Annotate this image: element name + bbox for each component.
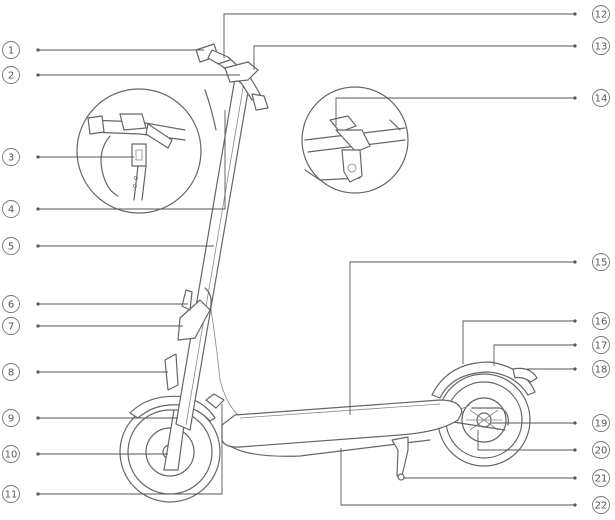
callout-22: 22 (593, 497, 610, 514)
svg-text:15: 15 (595, 258, 608, 269)
svg-text:16: 16 (595, 317, 608, 328)
svg-text:13: 13 (595, 42, 608, 53)
callout-9: 9 (3, 410, 20, 427)
callout-16: 16 (593, 313, 610, 330)
callout-21: 21 (593, 470, 610, 487)
callout-18: 18 (593, 361, 610, 378)
callout-1: 1 (3, 42, 20, 59)
svg-text:20: 20 (595, 446, 608, 457)
folding-lever (182, 290, 192, 310)
svg-text:10: 10 (5, 450, 18, 461)
front-reflector (206, 394, 224, 408)
svg-text:14: 14 (595, 94, 608, 105)
callout-15: 15 (593, 254, 610, 271)
svg-text:3: 3 (8, 153, 14, 164)
callout-8: 8 (3, 364, 20, 381)
callout-14: 14 (593, 90, 610, 107)
callout-12: 12 (593, 6, 610, 23)
kickstand-foot (398, 474, 404, 480)
svg-text:22: 22 (595, 501, 608, 512)
detail-circle-left (77, 89, 201, 213)
svg-text:4: 4 (8, 205, 14, 216)
svg-text:7: 7 (8, 322, 14, 333)
callout-11: 11 (3, 486, 20, 503)
svg-text:17: 17 (595, 341, 608, 352)
kickstand (392, 437, 408, 476)
callout-13: 13 (593, 38, 610, 55)
svg-text:5: 5 (8, 242, 14, 253)
svg-text:1: 1 (8, 46, 14, 57)
svg-text:11: 11 (5, 490, 18, 501)
callout-5: 5 (3, 238, 20, 255)
callout-17: 17 (593, 337, 610, 354)
svg-text:8: 8 (8, 368, 14, 379)
callout-10: 10 (3, 446, 20, 463)
callout-19: 19 (593, 415, 610, 432)
detail-circle-right (302, 87, 408, 193)
scooter-illustration (77, 44, 537, 502)
svg-text:19: 19 (595, 419, 608, 430)
svg-text:21: 21 (595, 474, 608, 485)
callout-7: 7 (3, 318, 20, 335)
callout-4: 4 (3, 201, 20, 218)
callout-3: 3 (3, 149, 20, 166)
svg-text:12: 12 (595, 10, 608, 21)
callout-20: 20 (593, 442, 610, 459)
svg-text:2: 2 (8, 71, 14, 82)
svg-text:9: 9 (8, 414, 14, 425)
svg-text:18: 18 (595, 365, 608, 376)
callout-6: 6 (3, 296, 20, 313)
svg-text:6: 6 (8, 300, 14, 311)
callout-2: 2 (3, 67, 20, 84)
